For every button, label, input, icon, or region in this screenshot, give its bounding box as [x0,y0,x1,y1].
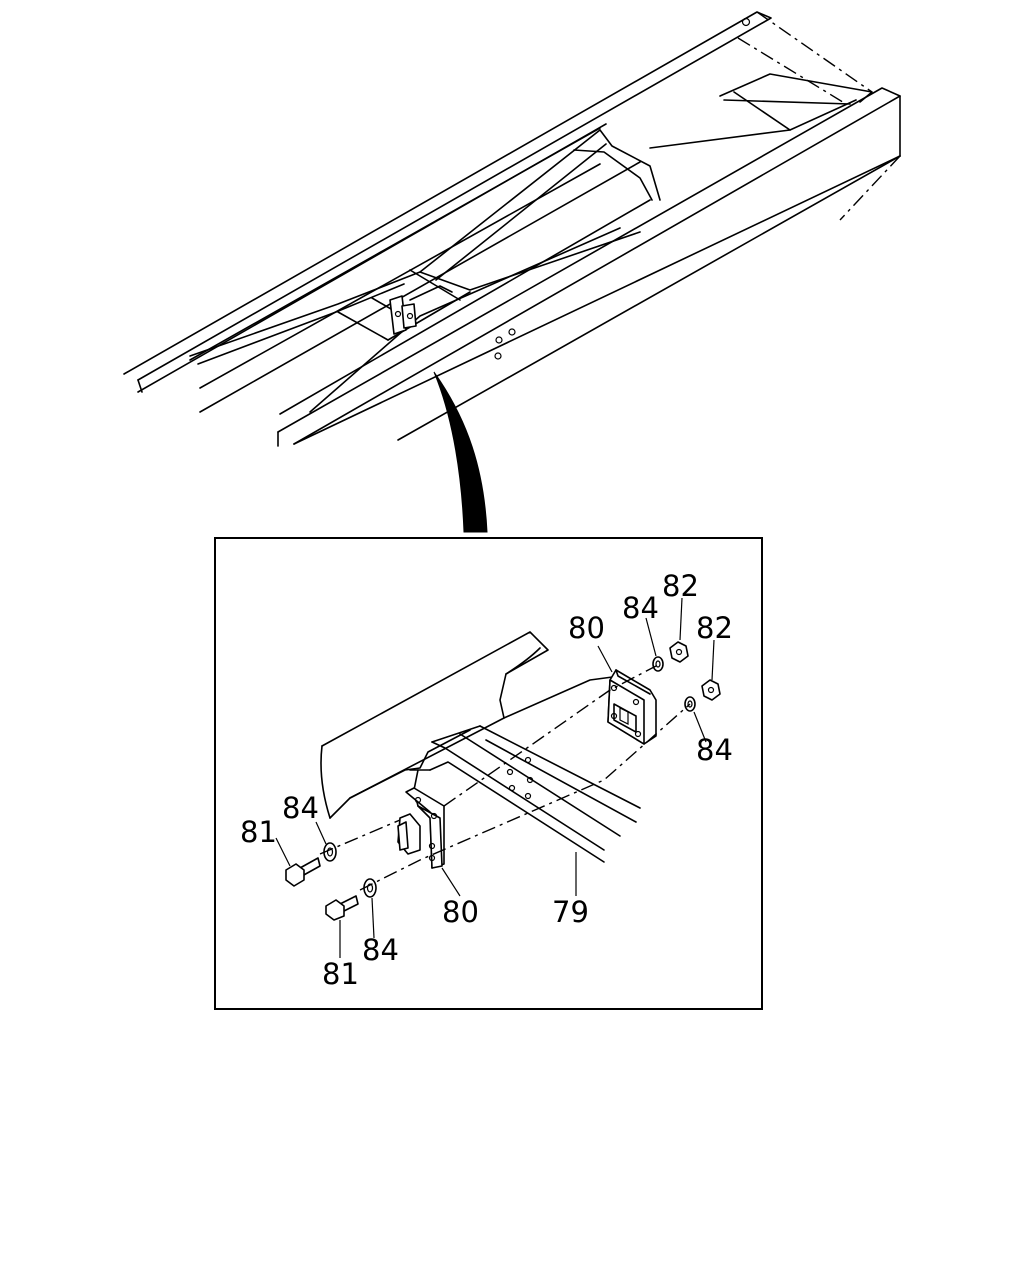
washer-84-right-lower [684,696,696,712]
bracket-80-upper [607,669,657,745]
callout-81-upper: 81 [240,815,277,849]
callout-80-lower: 80 [442,895,479,929]
bolt-81-lower [325,895,359,921]
detail-view: 81 84 81 84 80 79 80 84 82 82 84 [214,537,763,1010]
bolt-81-upper [285,857,321,887]
callout-84-left-upper: 84 [282,791,319,825]
callout-82-lower: 82 [696,611,733,645]
side-rail-section [320,631,621,819]
bracket-80-lower [397,787,445,869]
callout-84-left-lower: 84 [362,933,399,967]
callout-84-right-upper: 84 [622,591,659,625]
washer-84-left-lower [363,878,377,898]
callout-84-right-lower: 84 [696,733,733,767]
washer-84-left-upper [323,842,337,862]
callout-81-lower: 81 [322,957,359,991]
nut-82-lower [701,679,721,701]
callout-80-upper: 80 [568,611,605,645]
chassis-frame-overview [123,11,901,533]
crossmember-79 [409,725,641,863]
callout-82-upper: 82 [662,569,699,603]
washer-84-right-upper [652,656,664,672]
detail-frame [214,537,763,1010]
nut-82-upper [669,641,689,663]
callout-79: 79 [552,895,589,929]
